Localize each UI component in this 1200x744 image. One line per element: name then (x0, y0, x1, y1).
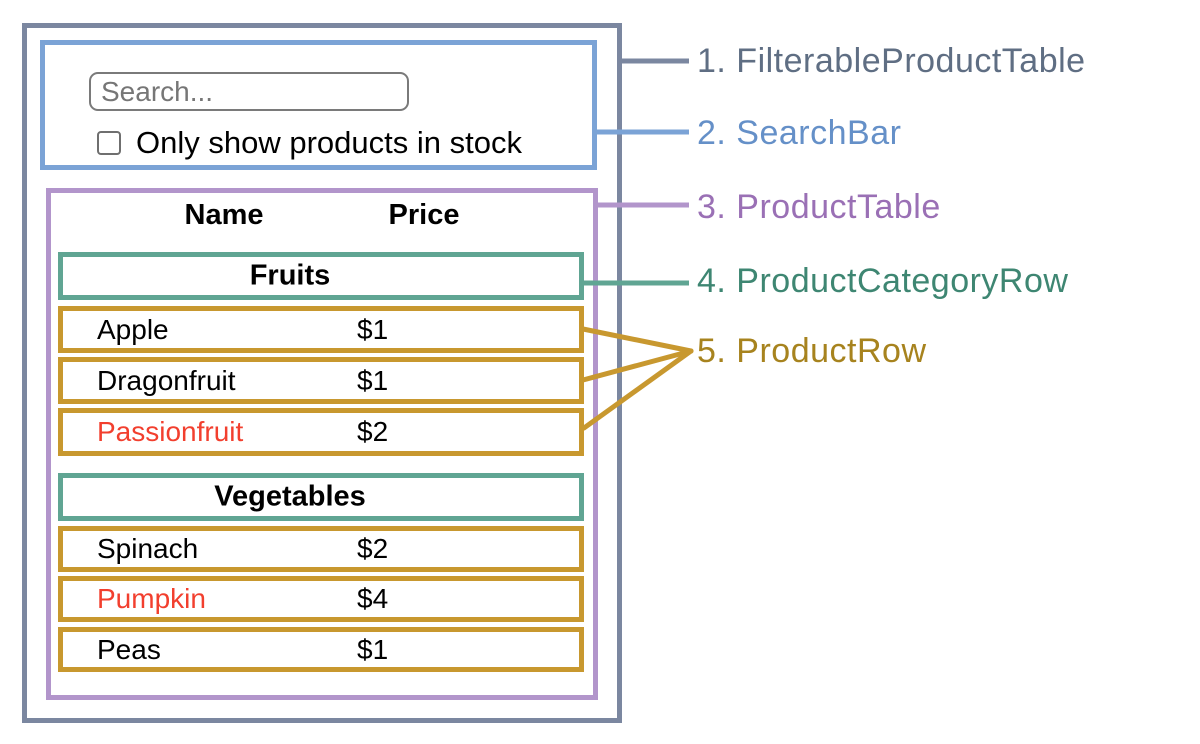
product-row: Spinach $2 (58, 526, 584, 572)
product-price: $4 (357, 583, 389, 614)
annotation-filterable-product-table: 1. FilterableProductTable (697, 42, 1086, 80)
in-stock-checkbox-label: Only show products in stock (136, 125, 522, 160)
product-row: Peas $1 (58, 627, 584, 672)
product-price: $1 (357, 364, 389, 396)
product-price: $1 (357, 633, 389, 665)
category-label: Vegetables (214, 480, 366, 513)
product-name: Dragonfruit (97, 364, 236, 396)
category-label: Fruits (249, 259, 331, 292)
product-price: $2 (357, 416, 389, 447)
product-price: $1 (357, 313, 389, 345)
product-name: Apple (97, 313, 169, 345)
product-name: Pumpkin (97, 583, 206, 614)
product-row: Apple $1 (58, 306, 584, 353)
product-row: Pumpkin $4 (58, 576, 584, 622)
search-input[interactable] (89, 72, 409, 111)
annotation-product-table: 3. ProductTable (697, 188, 941, 226)
annotation-product-row: 5. ProductRow (697, 332, 927, 370)
product-name: Peas (97, 633, 161, 665)
product-name: Spinach (97, 533, 199, 564)
annotation-product-category-row: 4. ProductCategoryRow (697, 262, 1069, 300)
product-price: $2 (357, 533, 389, 564)
annotation-search-bar: 2. SearchBar (697, 114, 902, 152)
product-category-row: Fruits (58, 252, 584, 300)
product-row: Passionfruit $2 (58, 408, 584, 456)
product-row: Dragonfruit $1 (58, 357, 584, 404)
column-header-price: Price (388, 199, 460, 231)
product-category-row: Vegetables (58, 473, 584, 521)
in-stock-checkbox[interactable] (97, 131, 121, 155)
product-name: Passionfruit (97, 416, 244, 447)
column-header-name: Name (184, 199, 264, 231)
